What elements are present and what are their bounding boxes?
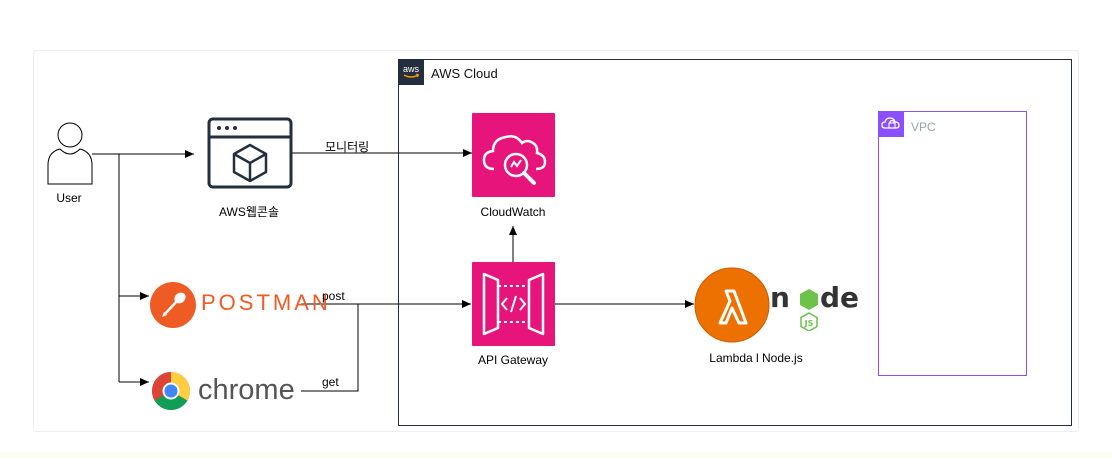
bottom-band — [0, 452, 1112, 458]
postman-logo-icon — [150, 282, 196, 328]
api-gateway-label: API Gateway — [477, 353, 549, 367]
postman-label: POSTMAN — [201, 290, 331, 315]
cloudwatch-label: CloudWatch — [480, 205, 546, 219]
svg-text:aws: aws — [403, 64, 420, 74]
vpc-icon — [878, 111, 904, 137]
svg-text:JS: JS — [804, 319, 814, 328]
cloudwatch-icon — [472, 113, 555, 197]
user-label: User — [56, 191, 82, 205]
edge-label-monitoring: 모니터링 — [325, 140, 370, 154]
api-gateway-icon — [472, 262, 555, 346]
vpc-label: VPC — [911, 120, 936, 134]
aws-cloud-label: AWS Cloud — [431, 66, 498, 81]
lambda-icon — [694, 267, 770, 343]
aws-cloud-group — [398, 59, 1072, 426]
chrome-label: chrome — [198, 374, 295, 406]
edge-label-get: get — [322, 375, 339, 389]
edge-chrome-to-apigw — [301, 304, 359, 392]
chrome-logo-icon — [152, 372, 190, 410]
browser-window-icon — [207, 117, 293, 189]
edge-label-post: post — [322, 289, 345, 303]
lambda-node-label: Lambda l Node.js — [709, 351, 803, 365]
vpc-group — [878, 111, 1027, 376]
svg-text:de: de — [820, 281, 858, 314]
aws-console-label: AWS웹콘솔 — [218, 205, 280, 219]
nodejs-logo-icon: n de JS — [768, 281, 859, 332]
aws-logo-icon: aws — [398, 59, 424, 85]
user-icon — [47, 122, 93, 185]
svg-text:n: n — [770, 281, 790, 314]
diagram-canvas — [33, 50, 1079, 432]
